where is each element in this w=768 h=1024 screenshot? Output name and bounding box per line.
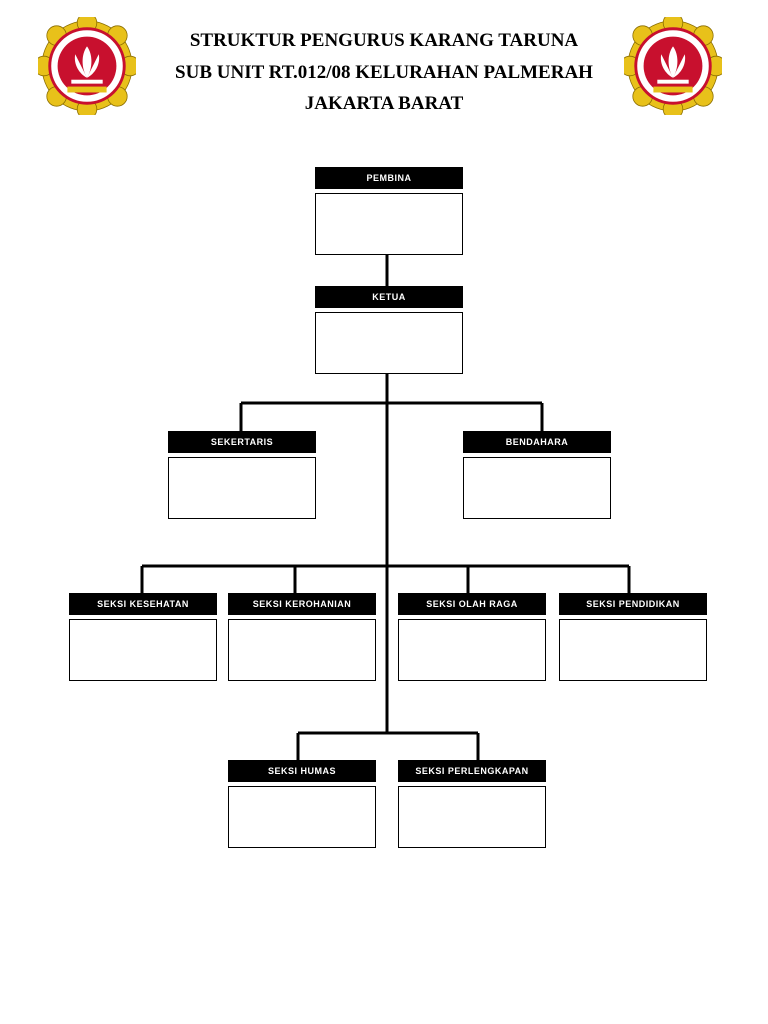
node-box: [398, 619, 546, 681]
node-label: SEKERTARIS: [168, 431, 316, 453]
node-seksi-kerohanian: SEKSI KEROHANIAN: [228, 593, 376, 681]
node-box: [168, 457, 316, 519]
node-box: [315, 312, 463, 374]
node-seksi-olah-raga: SEKSI OLAH RAGA: [398, 593, 546, 681]
node-seksi-humas: SEKSI HUMAS: [228, 760, 376, 848]
karang-taruna-emblem-icon: [624, 17, 722, 115]
node-label: SEKSI PENDIDIKAN: [559, 593, 707, 615]
node-seksi-pendidikan: SEKSI PENDIDIKAN: [559, 593, 707, 681]
node-box: [315, 193, 463, 255]
node-box: [228, 619, 376, 681]
node-label: SEKSI PERLENGKAPAN: [398, 760, 546, 782]
node-label: SEKSI KESEHATAN: [69, 593, 217, 615]
node-box: [69, 619, 217, 681]
logo-left: [38, 17, 136, 115]
node-bendahara: BENDAHARA: [463, 431, 611, 519]
node-label: PEMBINA: [315, 167, 463, 189]
title-line-3: JAKARTA BARAT: [304, 93, 464, 114]
node-seksi-perlengkapan: SEKSI PERLENGKAPAN: [398, 760, 546, 848]
node-label: SEKSI OLAH RAGA: [398, 593, 546, 615]
node-pembina: PEMBINA: [315, 167, 463, 255]
node-sekertaris: SEKERTARIS: [168, 431, 316, 519]
node-seksi-kesehatan: SEKSI KESEHATAN: [69, 593, 217, 681]
karang-taruna-emblem-icon: [38, 17, 136, 115]
node-box: [228, 786, 376, 848]
node-ketua: KETUA: [315, 286, 463, 374]
title-line-1: STRUKTUR PENGURUS KARANG TARUNA: [189, 30, 579, 51]
node-box: [559, 619, 707, 681]
node-box: [463, 457, 611, 519]
node-label: SEKSI KEROHANIAN: [228, 593, 376, 615]
node-label: KETUA: [315, 286, 463, 308]
node-box: [398, 786, 546, 848]
logo-right: [624, 17, 722, 115]
title-line-2: SUB UNIT RT.012/08 KELURAHAN PALMERAH: [175, 62, 593, 83]
node-label: BENDAHARA: [463, 431, 611, 453]
node-label: SEKSI HUMAS: [228, 760, 376, 782]
